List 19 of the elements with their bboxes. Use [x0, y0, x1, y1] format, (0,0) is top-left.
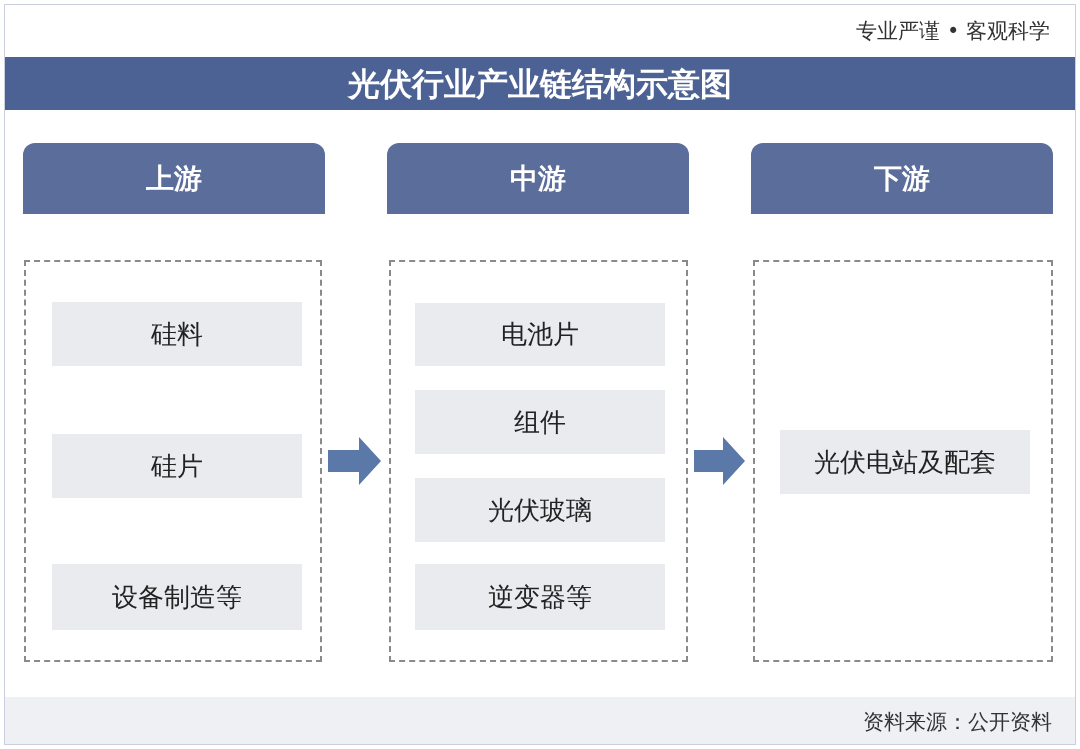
- item-box: 设备制造等: [52, 564, 302, 630]
- item-box: 硅料: [52, 302, 302, 366]
- stage-header-tab: 中游: [387, 143, 689, 214]
- dashed-group-box: [389, 260, 688, 662]
- source-note: 资料来源：公开资料: [863, 709, 1052, 736]
- item-box: 光伏电站及配套: [780, 430, 1030, 494]
- item-box: 逆变器等: [415, 564, 665, 630]
- block-arrow: [328, 437, 381, 485]
- dashed-group-box: [753, 260, 1053, 662]
- item-box: 光伏玻璃: [415, 478, 665, 542]
- slogan-text: 专业严谨 • 客观科学: [856, 18, 1050, 45]
- title-banner: 光伏行业产业链结构示意图: [5, 57, 1075, 110]
- dashed-group-box: [24, 260, 322, 662]
- stage-header-tab: 上游: [23, 143, 325, 214]
- stage-header-tab: 下游: [751, 143, 1053, 214]
- item-box: 硅片: [52, 434, 302, 498]
- item-box: 电池片: [415, 303, 665, 366]
- block-arrow: [694, 437, 745, 485]
- item-box: 组件: [415, 390, 665, 454]
